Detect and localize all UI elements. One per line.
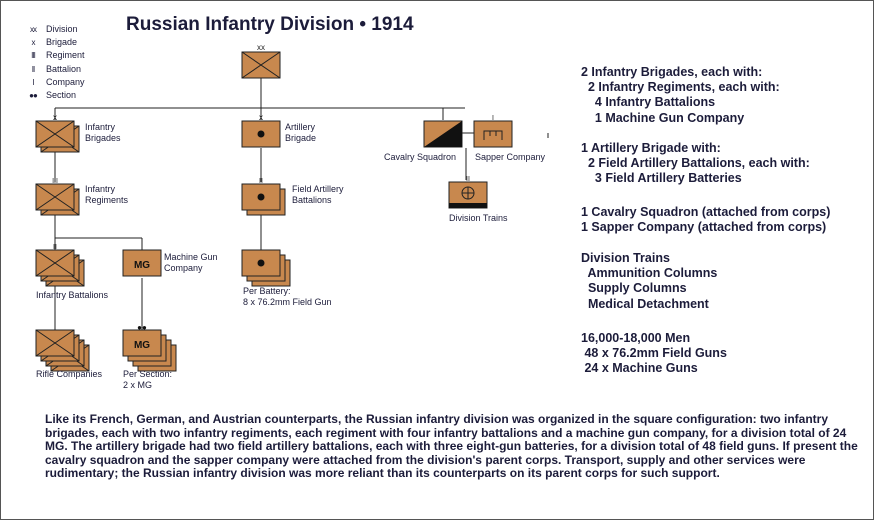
description-paragraph: Like its French, German, and Austrian co… — [45, 412, 858, 480]
summary-artillery: 1 Artillery Brigade with: 2 Field Artill… — [581, 141, 810, 186]
brigade-echelon: x — [259, 113, 263, 122]
infantry-battalions-label: Infantry Battalions — [36, 290, 109, 300]
artillery-brigade-unit: x — [241, 113, 281, 148]
company-echelon: I — [141, 244, 143, 251]
sapper-company-label: Sapper Company — [475, 152, 546, 162]
division-echelon: xx — [257, 43, 265, 52]
battalion-echelon: II — [53, 244, 57, 251]
infantry-regiments-label: Infantry Regiments — [85, 184, 129, 205]
rifle-companies-unit: I — [35, 324, 90, 372]
cavalry-squadron-label: Cavalry Squadron — [384, 152, 457, 162]
legend-item: ●●Section — [29, 90, 77, 101]
division-trains-unit: II — [448, 176, 488, 209]
cavalry-squadron-unit — [423, 120, 463, 148]
page-title: Russian Infantry Division • 1914 — [126, 14, 414, 35]
machine-gun-company-unit: MG I — [122, 244, 162, 277]
infantry-brigades-unit: x — [35, 113, 80, 153]
connector-lines — [54, 78, 549, 330]
infantry-brigades-label: Infantry Brigades — [85, 122, 121, 143]
summary-brigades: 2 Infantry Brigades, each with: 2 Infant… — [581, 65, 780, 125]
infantry-regiments-unit: III — [35, 178, 80, 216]
battalion-echelon: II — [466, 176, 470, 183]
battalion-echelon: II — [259, 178, 263, 185]
division-trains-label: Division Trains — [449, 213, 508, 223]
summary-totals: 16,000-18,000 Men 48 x 76.2mm Field Guns… — [581, 331, 727, 376]
mg-section-label: Per Section: 2 x MG — [123, 369, 173, 390]
division-unit: xx — [241, 43, 281, 79]
batteries-unit: I — [241, 244, 291, 287]
sapper-company-unit: I — [473, 115, 513, 148]
company-echelon: I — [54, 324, 56, 331]
summary-attached: 1 Cavalry Squadron (attached from corps)… — [581, 205, 831, 235]
mg-sections-unit: MG ●● — [122, 323, 177, 372]
brigade-echelon: x — [53, 113, 57, 122]
battery-label: Per Battery: 8 x 76.2mm Field Gun — [243, 286, 332, 307]
rifle-companies-label: Rifle Companies — [36, 369, 103, 379]
artillery-brigade-label: Artillery Brigade — [285, 122, 317, 143]
battery-echelon: I — [260, 244, 262, 251]
field-artillery-battalions-unit: II — [241, 178, 286, 216]
mg-label: MG — [134, 260, 150, 271]
section-echelon: ●● — [137, 323, 147, 332]
summary-trains: Division Trains Ammunition Columns Suppl… — [581, 251, 718, 311]
mg-label: MG — [134, 340, 150, 351]
field-artillery-battalions-label: Field Artillery Battalions — [292, 184, 344, 205]
infantry-battalions-unit: II — [35, 244, 85, 287]
machine-gun-company-label: Machine Gun Company — [164, 252, 218, 273]
company-echelon: I — [492, 115, 494, 122]
regiment-echelon: III — [52, 178, 58, 185]
